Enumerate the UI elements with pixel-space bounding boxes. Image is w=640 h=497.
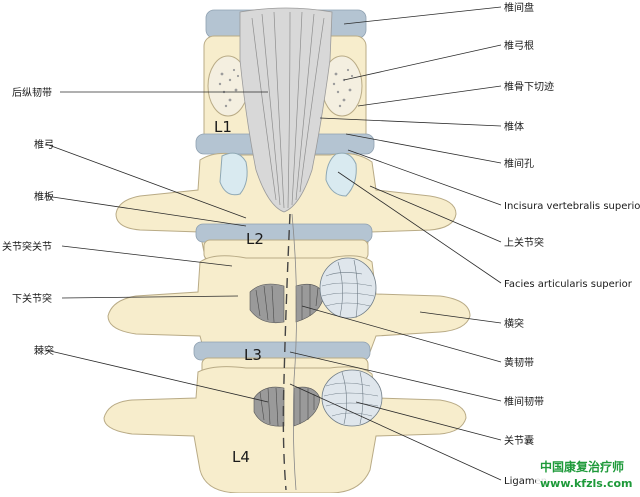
label-articular-joint: 关节突关节	[2, 240, 52, 253]
label-facies: Facies articularis superior	[504, 279, 633, 290]
label-transverse: 横突	[504, 317, 524, 330]
label-disc: 椎间盘	[504, 1, 534, 14]
label-interspinous: 椎间韧带	[504, 395, 544, 408]
disc-l3-l4	[193, 341, 371, 361]
label-pedicle: 椎弓根	[504, 39, 534, 52]
facet-l1-left	[219, 152, 248, 196]
ligamentum-flavum-lower	[253, 386, 321, 427]
spinous-process-line	[282, 213, 297, 491]
label-inferior-process: 下关节突	[12, 292, 52, 305]
label-superior-process: 上关节突	[504, 236, 544, 249]
watermark-title: 中国康复治疗师	[540, 459, 624, 474]
label-posterior-longitudinal: 后纵韧带	[12, 87, 52, 99]
watermark-url: www.kfzls.com	[540, 477, 633, 490]
leader-lines-right	[289, 6, 502, 481]
posterior-longitudinal-ligament	[239, 7, 333, 213]
l2-vertebra	[115, 152, 457, 277]
label-lamina: 椎板	[34, 190, 54, 203]
l3-vertebra	[107, 255, 471, 377]
label-inferior-notch: 椎骨下切迹	[504, 80, 554, 93]
leader-lines-left	[45, 91, 269, 403]
pedicle-texture	[218, 68, 354, 108]
label-foramen: 椎间孔	[504, 157, 534, 170]
level-l3-label: L3	[244, 346, 262, 364]
label-spinous: 棘突	[34, 344, 54, 357]
ligamentum-flavum-upper	[249, 283, 325, 324]
label-flavum: 黄韧带	[504, 356, 534, 369]
level-l4-label: L4	[232, 448, 250, 466]
level-l1-label: L1	[214, 118, 232, 136]
watermark: 中国康复治疗师 www.kfzls.com	[536, 456, 638, 492]
label-capsule: 关节囊	[504, 434, 534, 447]
label-arch: 椎弓	[34, 138, 54, 151]
joint-capsule-lower	[321, 369, 383, 427]
disc-l2-l3	[195, 223, 373, 243]
joint-capsule-upper	[319, 257, 377, 319]
label-body: 椎体	[504, 120, 524, 133]
label-incisura: Incisura vertebralis superior	[504, 201, 640, 212]
level-l2-label: L2	[246, 230, 264, 248]
label-ligament-cut: Ligamen	[504, 476, 547, 487]
